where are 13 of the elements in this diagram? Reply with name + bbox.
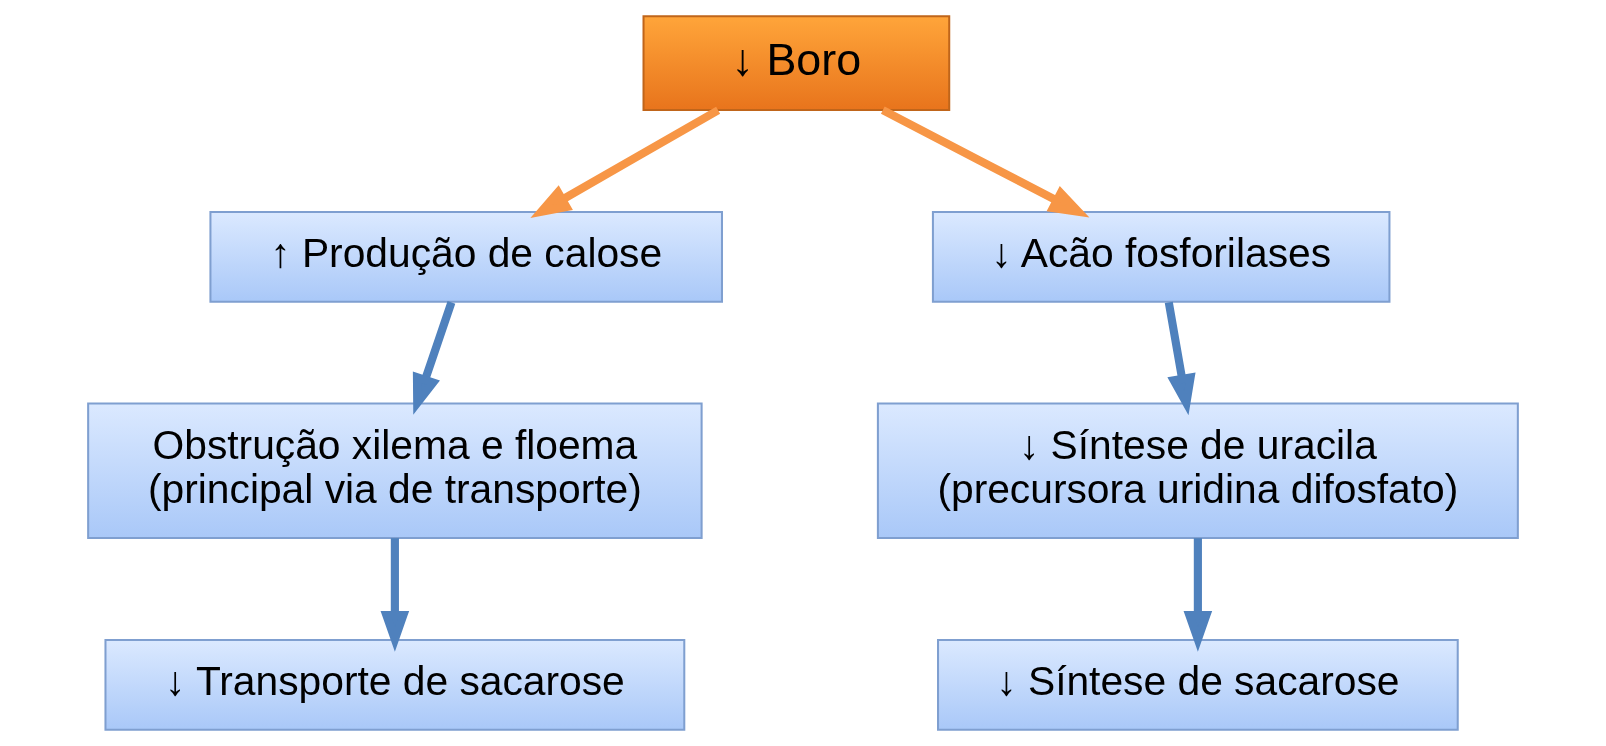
arrow [530,106,721,218]
arrow [380,538,410,652]
arrow [1164,301,1196,416]
node-box: Obstrução xilema e floema (principal via de transporte) [87,402,703,540]
node-box: ↓ Síntese de sacarose [937,638,1459,731]
node-box: ↓ Síntese de uracila (precursora uridina difosfato) [876,402,1519,540]
arrow [412,301,456,415]
node-box: ↑ Produção de calose [209,210,723,303]
arrow [880,106,1090,218]
node-box: ↓ Transporte de sacarose [104,638,686,731]
arrow [1183,538,1213,652]
node-box: ↓ Acão fosforilases [931,210,1391,303]
node-box: ↓ Boro [642,15,951,112]
